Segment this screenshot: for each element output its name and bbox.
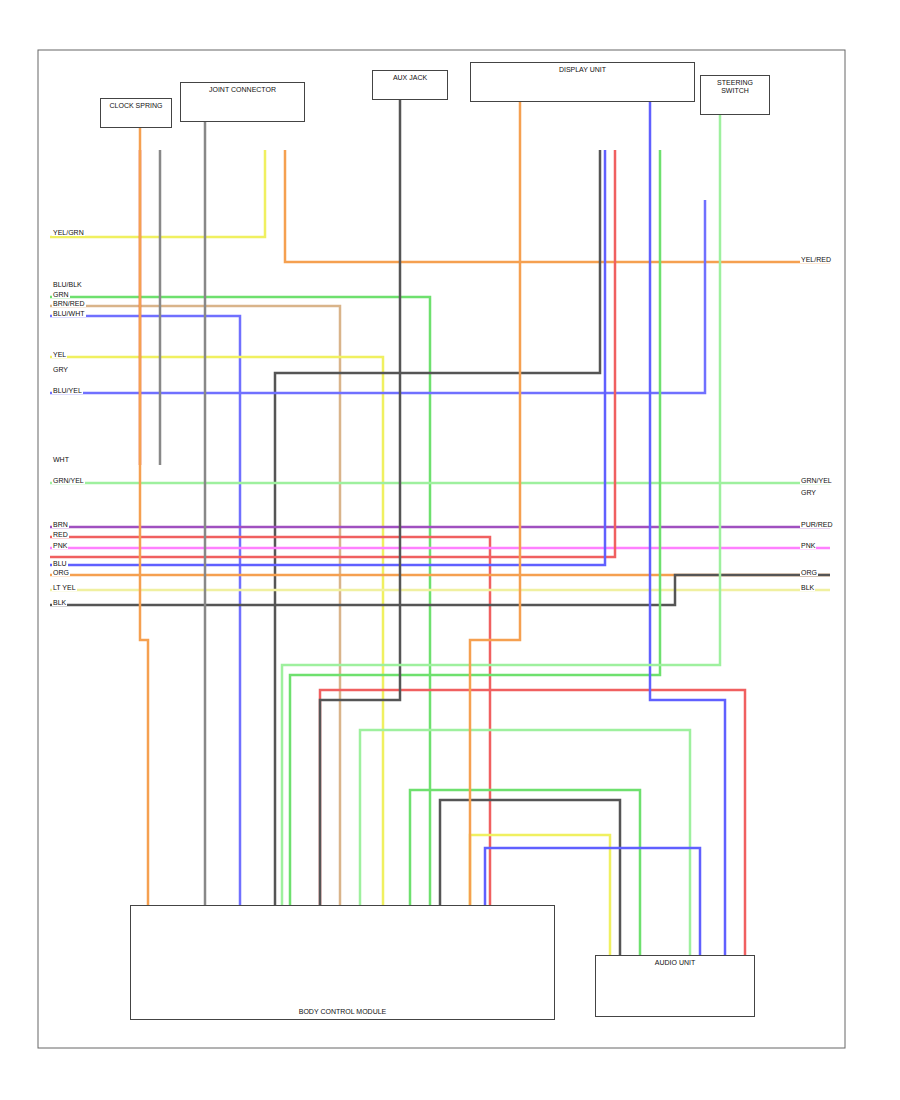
wire-color-code: PNK [800,542,816,549]
wire-color-code: LT YEL [52,584,77,591]
wire-color-code: BRN [52,521,69,528]
wire-connector [470,102,520,905]
component-name: BODY CONTROL MODULE [299,1008,387,1016]
component-box: STEERING SWITCH [700,75,770,115]
component-name: AUDIO UNIT [599,959,751,967]
wire-color-code: BLK [52,599,67,606]
wire-color-code: ORG [52,569,70,576]
wire-color-code: PNK [52,542,68,549]
component-name: CLOCK SPRING [104,102,168,110]
wire-color-code: BLK [800,584,815,591]
wire-color-code: ORG [800,569,818,576]
wire-color-code: RED [52,531,69,538]
wire-color-code: BLU/YEL [52,387,83,394]
component-name: DISPLAY UNIT [474,66,691,74]
control-unit: AUDIO UNIT [595,955,755,1017]
wire-color-code: GRY [800,489,817,496]
wire-connector [204,122,207,905]
wire-color-code: BRN/RED [52,300,86,307]
wire-connector [282,115,720,905]
wire-color-code: YEL/GRN [52,229,85,236]
wire-set [50,150,830,955]
wire-color-code: BLU [52,560,68,567]
component-box: DISPLAY UNIT [470,62,695,102]
component-box: CLOCK SPRING [100,98,172,128]
wire-connector [320,100,400,905]
wire-connector [140,128,148,905]
component-name: JOINT CONNECTOR [184,86,301,94]
wire-color-code: GRN [52,291,70,298]
wire-color-code: GRN/YEL [52,477,85,484]
component-box: AUX JACK [372,70,448,100]
component-box: JOINT CONNECTOR [180,82,305,122]
wire-color-code: YEL [52,351,67,358]
wire-color-code: GRY [52,366,69,373]
control-unit: BODY CONTROL MODULE [130,905,555,1020]
frame [38,50,845,1048]
component-name: AUX JACK [376,74,444,82]
wire-color-code: WHT [52,456,70,463]
wire-color-code: BLU/BLK [52,281,83,288]
wire-connector [650,102,725,955]
wire-color-code: PUR/RED [800,521,834,528]
wire-color-code: BLU/WHT [52,310,86,317]
component-name: STEERING SWITCH [704,79,766,96]
wire-color-code: YEL/RED [800,256,832,263]
wire-color-code: GRN/YEL [800,477,833,484]
